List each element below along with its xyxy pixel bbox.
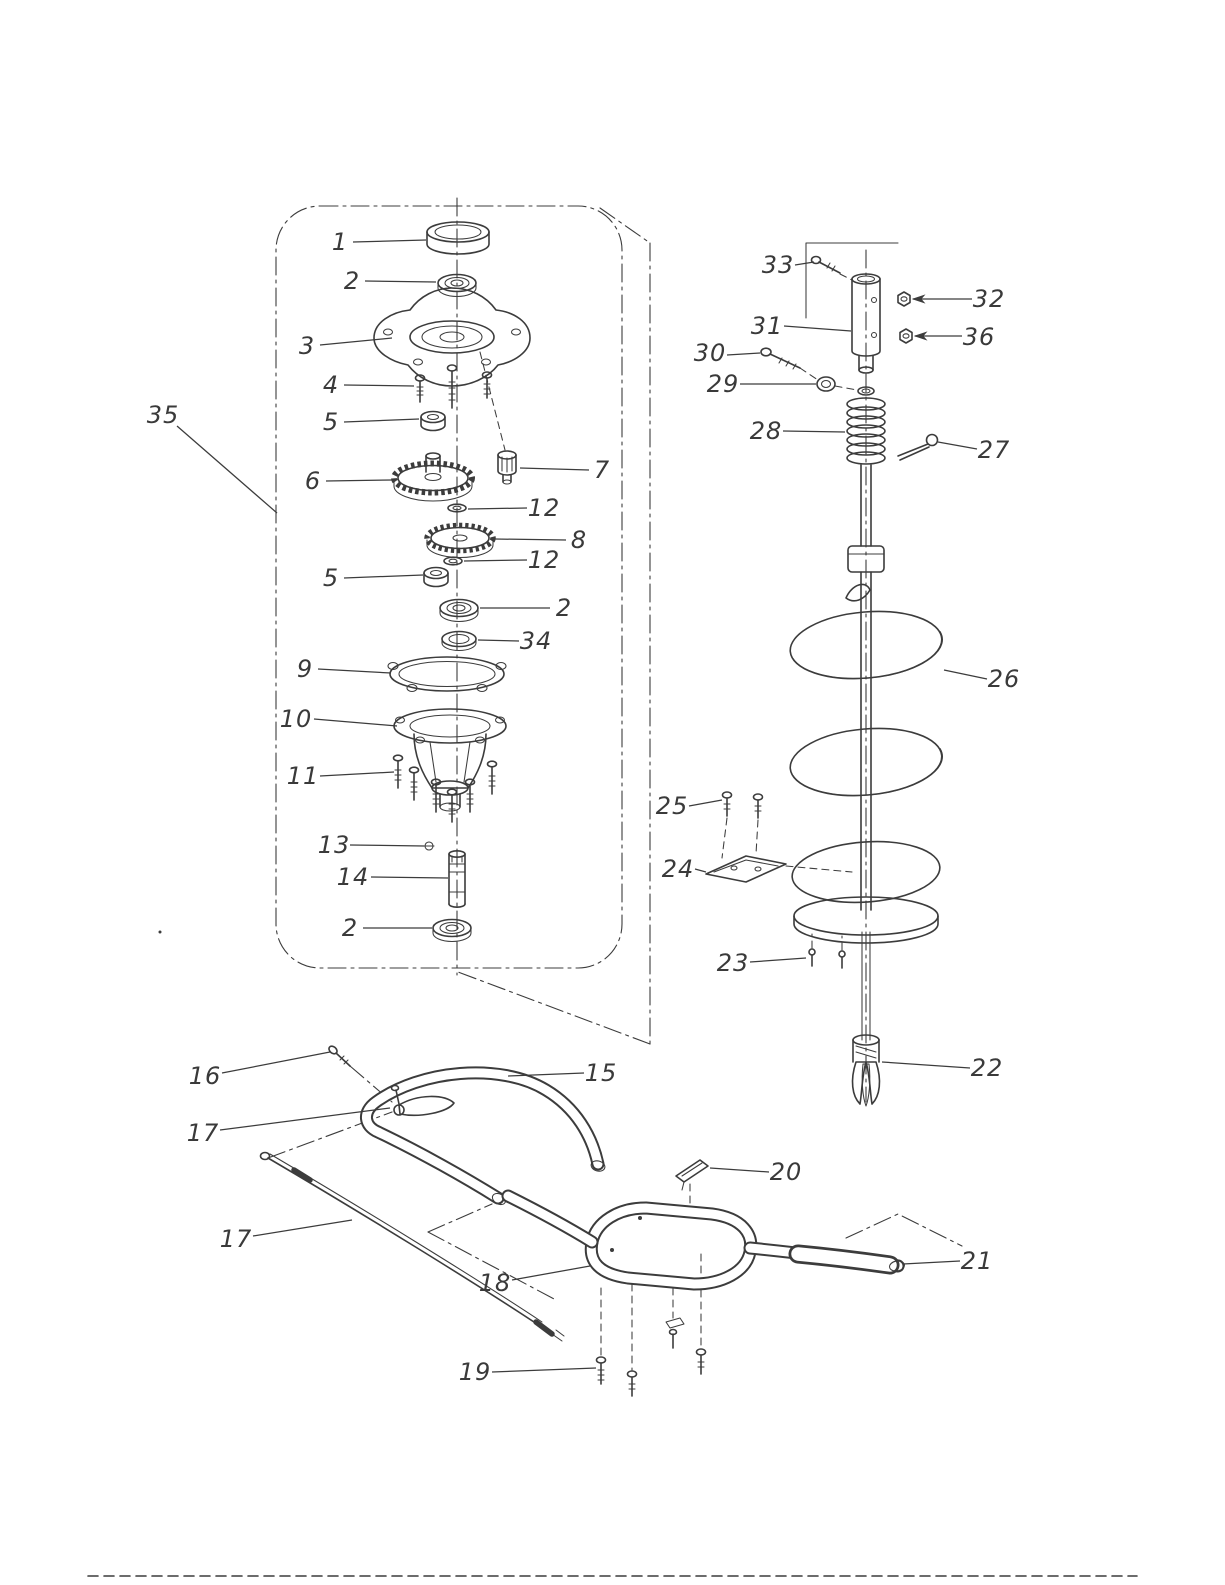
part-10-lower-housing: [393, 708, 507, 812]
part-label-35: 35: [146, 401, 180, 429]
part-11-bolts: [392, 754, 498, 823]
part-32-nut: [897, 291, 911, 307]
part-label-18: 18: [478, 1269, 512, 1297]
part-24-bracket: [705, 855, 853, 883]
part-12-washer-upper: [447, 503, 467, 513]
part-2-bearing-bottom: [432, 918, 472, 942]
part-label-2-c: 2: [341, 914, 359, 942]
part-17-throttle-cable: [259, 1151, 565, 1342]
part-5-bushing-lower: [423, 566, 449, 588]
part-label-26: 26: [987, 665, 1021, 693]
part-29-washer: [816, 376, 858, 392]
part-7-pinion: [497, 450, 517, 485]
part-label-5-b: 5: [322, 564, 340, 592]
part-label-20: 20: [769, 1158, 803, 1186]
part-21-right-handle-grip: [743, 1241, 905, 1275]
part-label-12-b: 12: [527, 546, 561, 574]
part-31-adapter-cylinder: [851, 273, 881, 396]
part-label-11: 11: [286, 762, 320, 790]
part-label-17-a: 17: [186, 1119, 220, 1147]
part-label-12-a: 12: [527, 494, 561, 522]
part-13-pin: [423, 841, 435, 851]
part-label-1: 1: [331, 228, 349, 256]
part-26-auger-flighting: [789, 583, 943, 944]
part-34-seal: [441, 630, 477, 652]
part-8-gear-small: [424, 522, 496, 559]
part-28-spring: [846, 397, 886, 465]
part-label-33: 33: [761, 251, 795, 279]
part-label-32: 32: [972, 285, 1006, 313]
part-17-throttle-lever: [390, 1084, 455, 1117]
part-label-17-b: 17: [219, 1225, 253, 1253]
auger-shaft: [847, 464, 885, 1041]
part-label-31: 31: [750, 312, 784, 340]
part-label-24: 24: [661, 855, 695, 883]
part-label-16: 16: [188, 1062, 222, 1090]
part-4-screws: [414, 364, 493, 409]
part-label-29: 29: [706, 370, 740, 398]
part-9-gasket: [387, 656, 507, 693]
part-label-6: 6: [304, 467, 322, 495]
auger-assembly-group: [705, 255, 943, 1107]
part-23-pins: [808, 933, 846, 969]
part-25-screws: [721, 791, 764, 859]
part-label-3: 3: [298, 332, 316, 360]
part-22-blade-assembly: [851, 1034, 881, 1107]
part-label-13: 13: [317, 831, 351, 859]
part-label-34: 34: [519, 627, 553, 655]
part-label-2-a: 2: [343, 267, 361, 295]
part-label-19: 19: [458, 1358, 492, 1386]
part-label-27: 27: [977, 436, 1011, 464]
part-5-bushing-upper: [420, 410, 446, 432]
handle-assembly-group: [259, 1045, 963, 1397]
part-label-25: 25: [655, 792, 689, 820]
part-label-30: 30: [693, 339, 727, 367]
part-label-21: 21: [960, 1247, 994, 1275]
leader-lines: [176, 239, 988, 1373]
part-label-36: 36: [962, 323, 996, 351]
part-33-bolt: [810, 255, 853, 281]
part-label-14: 14: [336, 863, 370, 891]
part-19-screws: [595, 1317, 707, 1397]
construction-lines: [87, 197, 1138, 1577]
part-18-handle-frame: [501, 1189, 758, 1291]
part-label-22: 22: [970, 1054, 1004, 1082]
part-label-5-a: 5: [322, 408, 340, 436]
part-12-washer-lower: [443, 556, 463, 566]
part-label-9: 9: [296, 655, 314, 683]
part-36-nut: [899, 328, 913, 344]
part-1-cap: [426, 221, 490, 255]
part-6-gear-large: [391, 452, 475, 502]
part-label-28: 28: [749, 417, 783, 445]
part-label-4: 4: [322, 371, 340, 399]
part-27-cotter-pin: [897, 433, 939, 461]
part-label-8: 8: [570, 526, 588, 554]
part-label-23: 23: [716, 949, 750, 977]
part-16-screw: [328, 1045, 351, 1067]
part-2-bearing-middle: [439, 598, 479, 622]
part-20-clip: [675, 1159, 709, 1191]
part-label-10: 10: [279, 705, 313, 733]
part-30-bolt: [760, 347, 819, 381]
part-14-shaft: [448, 849, 466, 908]
gearbox-exploded-group: [373, 221, 531, 942]
part-label-2-b: 2: [555, 594, 573, 622]
part-15-handlebar: [360, 1066, 606, 1206]
part-label-7: 7: [593, 456, 611, 484]
part-label-15: 15: [584, 1059, 618, 1087]
